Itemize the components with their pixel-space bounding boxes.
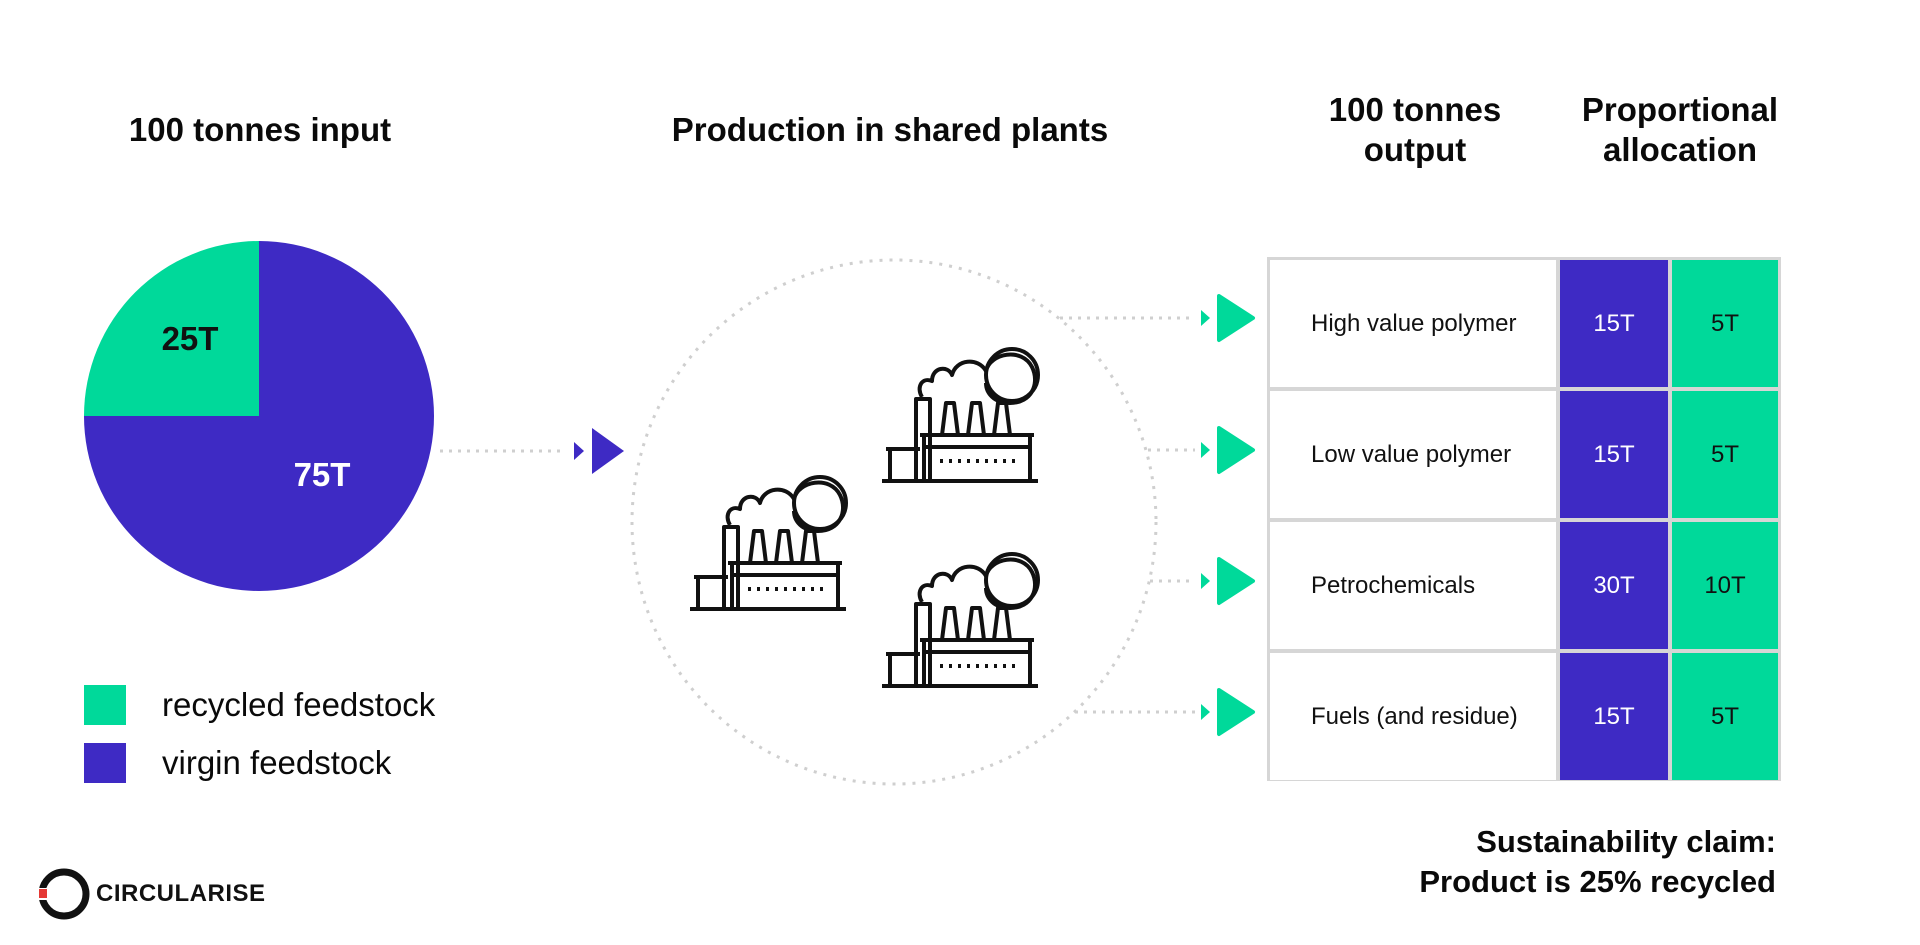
factory-icon <box>690 475 848 611</box>
shared-plants-circle <box>630 258 1158 786</box>
circularise-logo-icon <box>36 868 90 920</box>
output-connectors <box>1060 294 1255 736</box>
virgin-cell: 15T <box>1560 260 1668 387</box>
circularise-logo: CIRCULARISE <box>36 866 266 922</box>
pie-label-virgin: 75T <box>294 456 351 493</box>
virgin-cell: 15T <box>1560 391 1668 518</box>
table-row: Fuels (and residue) 15T 5T <box>1270 653 1778 780</box>
factory-icon <box>882 552 1040 688</box>
logo-text: CIRCULARISE <box>96 880 266 907</box>
pie-connector-arrow <box>574 428 624 474</box>
legend-item-virgin: virgin feedstock <box>84 743 435 783</box>
product-cell: High value polymer <box>1270 260 1556 387</box>
legend-label-recycled: recycled feedstock <box>162 686 436 723</box>
output-heading: 100 tonnes output <box>1328 91 1502 168</box>
recycled-cell: 5T <box>1672 260 1778 387</box>
factory-icon <box>882 347 1040 483</box>
production-heading: Production in shared plants <box>671 111 1109 148</box>
pie-slice-recycled <box>84 241 259 416</box>
factories-group <box>690 347 1040 688</box>
product-cell: Petrochemicals <box>1270 522 1556 649</box>
virgin-cell: 30T <box>1560 522 1668 649</box>
claim-line-2: Product is 25% recycled <box>1419 864 1776 899</box>
allocation-heading: Proportional allocation <box>1581 91 1779 168</box>
legend-item-recycled: recycled feedstock <box>84 685 435 725</box>
table-row: Petrochemicals 30T 10T <box>1270 522 1778 649</box>
product-cell: Fuels (and residue) <box>1270 653 1556 780</box>
pie-label-recycled: 25T <box>162 320 219 357</box>
virgin-cell: 15T <box>1560 653 1668 780</box>
legend: recycled feedstock virgin feedstock <box>84 685 435 801</box>
table-row: High value polymer 15T 5T <box>1270 260 1778 387</box>
recycled-cell: 5T <box>1672 653 1778 780</box>
output-arrow <box>1201 294 1255 342</box>
recycled-cell: 5T <box>1672 391 1778 518</box>
output-arrow <box>1201 426 1255 474</box>
allocation-table: High value polymer 15T 5T Low value poly… <box>1267 257 1781 781</box>
sustainability-claim: Sustainability claim: Product is 25% rec… <box>1419 822 1776 902</box>
output-arrow <box>1201 557 1255 605</box>
output-arrow <box>1201 688 1255 736</box>
claim-line-1: Sustainability claim: <box>1476 824 1776 859</box>
legend-swatch-virgin <box>84 743 126 783</box>
legend-swatch-recycled <box>84 685 126 725</box>
pie-slice-virgin <box>84 241 434 591</box>
input-pie-chart: 25T 75T <box>84 241 434 591</box>
recycled-cell: 10T <box>1672 522 1778 649</box>
input-heading: 100 tonnes input <box>128 111 392 148</box>
table-row: Low value polymer 15T 5T <box>1270 391 1778 518</box>
legend-label-virgin: virgin feedstock <box>162 744 392 781</box>
product-cell: Low value polymer <box>1270 391 1556 518</box>
